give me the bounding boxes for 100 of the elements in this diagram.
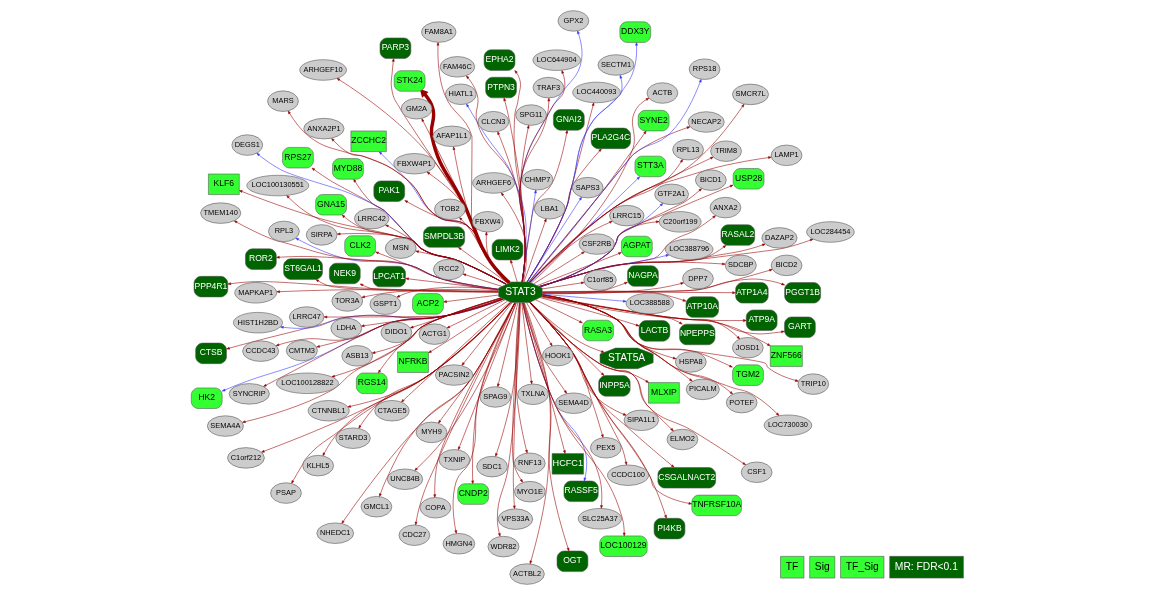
arrow bbox=[414, 302, 516, 526]
node-box: TNFRSF10A bbox=[691, 494, 742, 516]
arrow bbox=[379, 302, 516, 497]
legend-label: TF bbox=[785, 560, 799, 572]
node-box: PARP3 bbox=[379, 37, 412, 59]
arrow bbox=[497, 302, 519, 387]
arrow bbox=[428, 300, 508, 354]
node-box: RASSF5 bbox=[563, 480, 599, 502]
arrow bbox=[276, 289, 499, 293]
node-box: GNAI2 bbox=[553, 109, 585, 131]
arrow bbox=[323, 298, 505, 319]
node-box: NAGPA bbox=[627, 265, 659, 287]
arrow bbox=[497, 302, 521, 537]
node-box: RASA3 bbox=[582, 319, 614, 342]
node-box: NFRKB bbox=[397, 351, 429, 373]
node-box: EPHA2 bbox=[483, 49, 516, 71]
node-box: INPP5A bbox=[598, 375, 631, 397]
arrow bbox=[462, 273, 503, 287]
arrow bbox=[458, 302, 517, 451]
arrow bbox=[316, 298, 504, 348]
arrow bbox=[461, 302, 513, 366]
arrow bbox=[361, 289, 499, 299]
arrow bbox=[227, 281, 499, 293]
arrow bbox=[510, 259, 518, 283]
node-box: MYD88 bbox=[332, 158, 364, 180]
arrow bbox=[485, 231, 509, 284]
arrow bbox=[531, 97, 650, 284]
arrow bbox=[539, 297, 640, 327]
arrow bbox=[522, 302, 626, 537]
arrow bbox=[522, 302, 568, 394]
node-box: RASAL2 bbox=[720, 224, 755, 246]
arrow bbox=[337, 232, 507, 285]
arrow bbox=[529, 302, 628, 466]
arrow bbox=[341, 302, 516, 524]
node-box: SYNE2 bbox=[637, 110, 670, 132]
arrow bbox=[452, 302, 516, 534]
arrow bbox=[415, 250, 507, 285]
arrow bbox=[331, 297, 502, 378]
node-box: ZCCHC2 bbox=[350, 130, 387, 152]
arrow bbox=[530, 302, 605, 376]
node-box: HCFC1 bbox=[551, 453, 584, 475]
arrow bbox=[529, 302, 667, 519]
arrow bbox=[401, 301, 511, 403]
arrow bbox=[341, 214, 507, 285]
node-box: GART bbox=[784, 316, 816, 338]
node-box: DDX3Y bbox=[619, 21, 652, 43]
node-box: PTPN3 bbox=[485, 76, 517, 99]
node-box: MLXIP bbox=[648, 382, 680, 404]
arrow bbox=[541, 282, 628, 294]
arrow bbox=[523, 302, 566, 454]
arrow bbox=[541, 278, 785, 293]
arrow bbox=[537, 252, 622, 286]
arrow bbox=[497, 131, 526, 283]
node-box: PGGT1B bbox=[784, 282, 821, 304]
arrow bbox=[521, 302, 533, 385]
node-box: STT3A bbox=[634, 155, 667, 177]
arrow bbox=[414, 302, 517, 471]
arrow bbox=[542, 291, 687, 302]
arrow bbox=[495, 302, 521, 457]
arrow bbox=[533, 251, 585, 285]
node-box: ACP2 bbox=[412, 293, 444, 315]
node-box: STK24 bbox=[393, 70, 426, 92]
arrow bbox=[459, 217, 511, 283]
arrow bbox=[535, 299, 583, 324]
legend-label: TF_Sig bbox=[845, 560, 879, 572]
arrow bbox=[371, 297, 502, 354]
arrow bbox=[503, 97, 526, 283]
arrow bbox=[404, 200, 511, 283]
arrow bbox=[529, 302, 650, 383]
node-box: HK2 bbox=[191, 387, 223, 409]
arrow bbox=[452, 146, 510, 284]
arrow bbox=[526, 302, 553, 347]
arrow bbox=[426, 171, 510, 284]
arrow bbox=[361, 298, 504, 327]
legend-label: MR: FDR<0.1 bbox=[894, 560, 958, 572]
node-box: CSGALNACT2 bbox=[657, 467, 716, 489]
arrow bbox=[443, 294, 499, 303]
arrow bbox=[524, 302, 570, 552]
arrow bbox=[529, 302, 746, 466]
node-box: SMPDL3B bbox=[423, 226, 465, 248]
arrow bbox=[523, 218, 547, 283]
node-box: OGT bbox=[556, 550, 589, 572]
node-box: ZNF566 bbox=[770, 345, 803, 367]
node-box: CNDP2 bbox=[457, 483, 489, 505]
node-box: PPP4R1 bbox=[193, 276, 229, 298]
arrow bbox=[542, 282, 684, 294]
node-box: LPCAT1 bbox=[372, 265, 406, 288]
node-box: KLF6 bbox=[208, 173, 240, 195]
node-box: TGM2 bbox=[732, 364, 764, 386]
arrow bbox=[446, 299, 506, 329]
node-box: LOC100129 bbox=[599, 535, 648, 557]
node-box: USP28 bbox=[732, 168, 765, 190]
legend-label: Sig bbox=[814, 560, 830, 572]
arrow bbox=[515, 302, 528, 454]
node-box: ATP10A bbox=[685, 296, 719, 318]
arrow bbox=[523, 302, 551, 565]
node-box: ST6GAL1 bbox=[283, 258, 323, 280]
node-box: RGS14 bbox=[356, 372, 388, 394]
node-box: LIMK2 bbox=[491, 239, 524, 261]
arrow bbox=[500, 192, 527, 283]
